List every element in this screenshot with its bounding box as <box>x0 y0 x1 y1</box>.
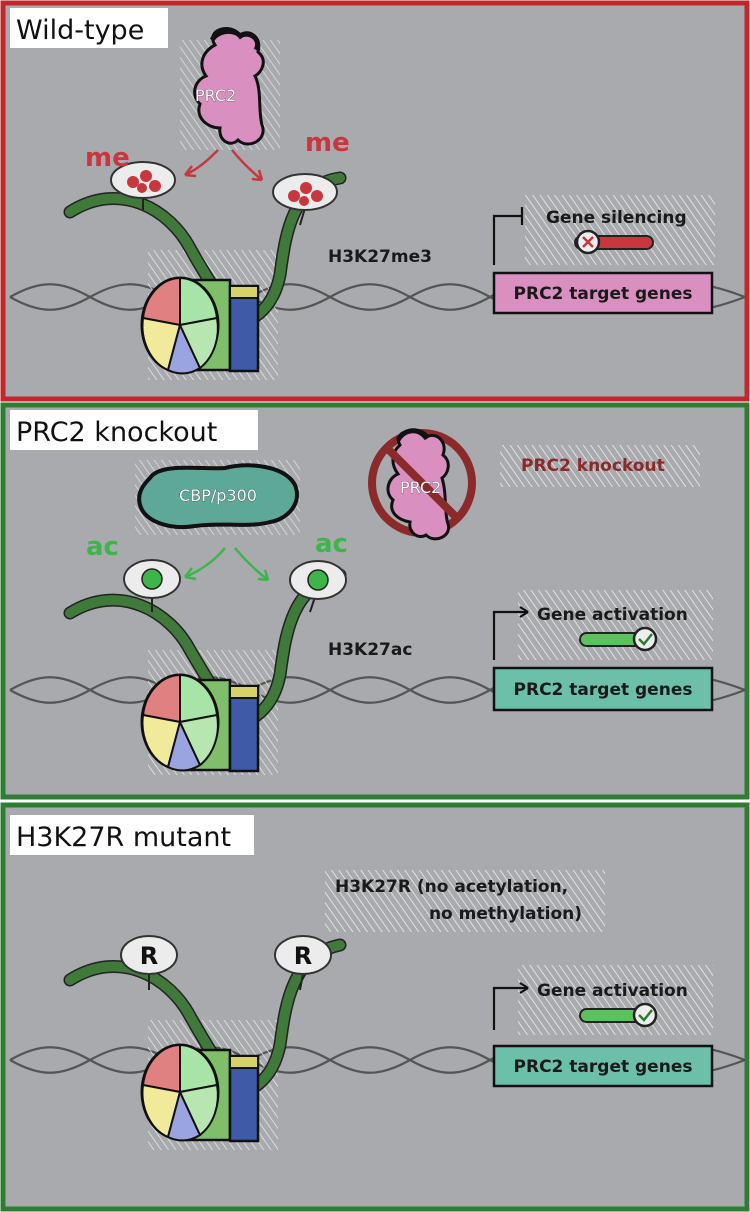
histone-mark-label: H3K27ac <box>328 640 412 660</box>
panel-title: H3K27R mutant <box>16 822 231 853</box>
arginine-label-right: R <box>294 942 312 970</box>
effect-label: Gene silencing <box>546 208 687 228</box>
effect-label: Gene activation <box>537 981 688 1001</box>
methyl-group-right <box>272 173 338 226</box>
arrow-to-left-tail <box>184 149 219 177</box>
panel-title: PRC2 knockout <box>16 417 217 448</box>
acetyl-group-left <box>123 559 181 612</box>
panel-wild-type: Wild-type <box>0 0 750 402</box>
prc2-knockout-icon: PRC2 <box>368 428 476 541</box>
acetyl-group-right <box>289 560 347 613</box>
panel-title: Wild-type <box>16 15 144 46</box>
target-genes-box <box>492 666 714 712</box>
histone-mark-label: H3K27me3 <box>328 247 432 267</box>
target-genes-box <box>492 1044 714 1088</box>
panel-prc2-knockout: PRC2 knockout <box>0 402 750 800</box>
switch-on-icon <box>579 1002 658 1028</box>
panel-h3k27r-mutant: H3K27R mutant R R <box>0 802 750 1212</box>
nucleosome <box>140 1043 260 1143</box>
arrow-to-right-tail <box>234 547 269 581</box>
knockout-label: PRC2 knockout <box>521 456 665 476</box>
nucleosome <box>140 276 260 375</box>
target-genes-label: PRC2 target genes <box>514 284 693 304</box>
repression-arrow <box>492 207 524 265</box>
activation-arrow <box>492 610 528 660</box>
panel-title-box <box>10 8 168 48</box>
acetyl-mark-right: ac <box>315 529 348 559</box>
cbp-p300-enzyme: CBP/p300 <box>135 460 300 535</box>
mutant-label-line1: H3K27R (no acetylation, <box>335 877 568 897</box>
arginine-label-left: R <box>140 942 158 970</box>
effect-label: Gene activation <box>537 605 688 625</box>
cbp-p300-label: CBP/p300 <box>179 486 257 505</box>
target-genes-box <box>492 271 714 315</box>
panel-title-box <box>10 410 258 450</box>
mutant-label-line2: no methylation) <box>429 904 582 924</box>
switch-on-icon <box>579 626 658 652</box>
target-genes-label: PRC2 target genes <box>514 1057 693 1077</box>
prc2-label: PRC2 <box>195 86 236 105</box>
target-genes-label: PRC2 target genes <box>514 680 693 700</box>
methyl-group-left <box>110 161 176 210</box>
panel-title-box <box>10 815 254 855</box>
methyl-mark-left: me <box>85 143 130 173</box>
arrow-to-right-tail <box>231 149 263 181</box>
activation-arrow <box>492 986 528 1030</box>
arrow-to-left-tail <box>184 547 226 579</box>
switch-off-icon <box>574 229 654 255</box>
arginine-marker-left: R <box>120 935 178 990</box>
knockout-enzyme-label: PRC2 <box>400 478 441 497</box>
methyl-mark-right: me <box>305 128 350 158</box>
acetyl-mark-left: ac <box>86 532 119 562</box>
nucleosome <box>140 673 260 773</box>
prc2-enzyme: PRC2 <box>180 27 280 150</box>
arginine-marker-right: R <box>274 935 332 991</box>
